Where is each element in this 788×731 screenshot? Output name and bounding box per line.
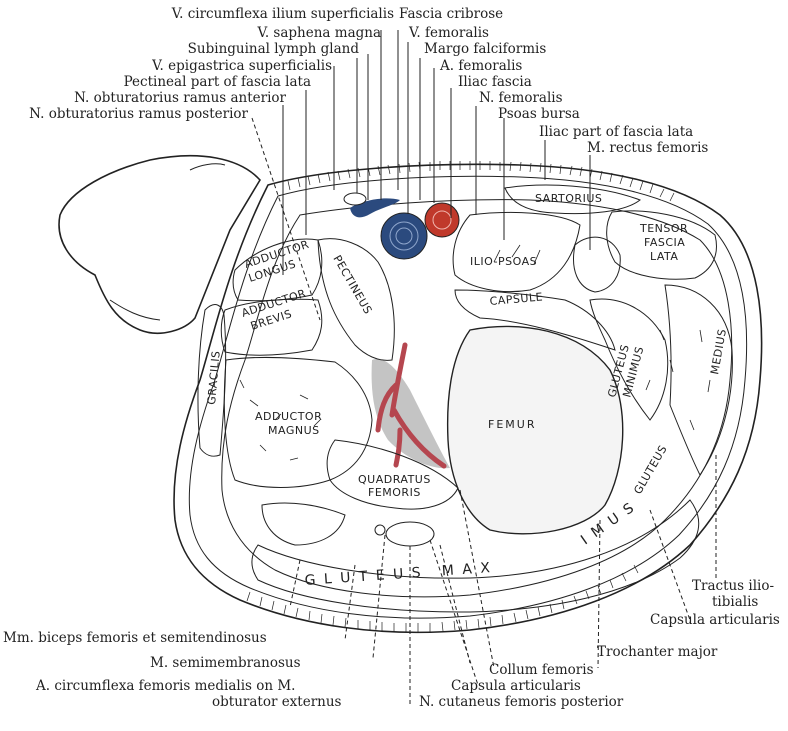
- muscle-gluteus-medius-2: MEDIUS: [708, 328, 729, 376]
- label-n-cutaneus: N. cutaneus femoris posterior: [419, 694, 624, 710]
- muscle-gluteus-maximus: G L U T E U S M A X: [304, 560, 492, 589]
- label-a-femoralis: A. femoralis: [439, 58, 522, 74]
- femur-label: FEMUR: [488, 418, 536, 431]
- label-trochanter-major: Trochanter major: [597, 644, 718, 660]
- label-v-saphena: V. saphena magna: [256, 25, 381, 41]
- label-capsula-articularis-bottom: Capsula articularis: [451, 678, 581, 694]
- muscle-quadratus-2: FEMORIS: [368, 486, 421, 499]
- label-biceps-semitendinosus: Mm. biceps femoris et semitendinosus: [3, 630, 267, 646]
- label-a-circumflexa-2: obturator externus: [212, 694, 342, 710]
- label-margo-falciformis: Margo falciformis: [424, 41, 546, 57]
- annotation-labels: V. circumflexa ilium superficialis Fasci…: [3, 6, 780, 710]
- label-n-femoralis: N. femoralis: [479, 90, 563, 106]
- gluteus-medius-region: [665, 285, 732, 475]
- subinguinal-lymph-gland: [344, 193, 366, 205]
- muscle-tensor-3: LATA: [650, 250, 678, 263]
- label-n-obturatorius-posterior: N. obturatorius ramus posterior: [29, 106, 248, 122]
- label-capsula-articularis-right: Capsula articularis: [650, 612, 780, 628]
- muscle-pectineus: PECTINEUS: [330, 253, 374, 317]
- profunda-region: [372, 359, 450, 468]
- label-pectineal: Pectineal part of fascia lata: [124, 74, 311, 90]
- muscle-tensor-2: FASCIA: [644, 236, 685, 249]
- muscle-ilio-psoas: ILIO-PSOAS: [470, 255, 537, 268]
- rectus-femoris-region: [574, 237, 621, 292]
- v-femoralis: [381, 213, 427, 259]
- a-femoralis: [425, 203, 459, 237]
- external-genitalia-outline: [59, 156, 260, 333]
- label-v-femoralis: V. femoralis: [408, 25, 489, 41]
- label-iliac-part-fascia-lata: Iliac part of fascia lata: [539, 124, 693, 140]
- muscle-gluteus-medius-1: GLUTEUS: [631, 443, 669, 497]
- label-rectus-femoris: M. rectus femoris: [587, 140, 708, 156]
- label-iliac-fascia: Iliac fascia: [458, 74, 532, 90]
- label-tractus-1: Tractus ilio-: [692, 578, 774, 594]
- label-subinguinal: Subinguinal lymph gland: [188, 41, 360, 57]
- muscle-adductor-magnus-2: MAGNUS: [268, 424, 320, 437]
- muscle-sartorius: SARTORIUS: [535, 192, 602, 205]
- n-ischiadiacus: [386, 522, 434, 546]
- label-tractus-2: tibialis: [712, 594, 758, 610]
- muscle-capsule: CAPSULE: [489, 290, 543, 308]
- label-collum-femoris: Collum femoris: [489, 662, 594, 678]
- muscle-gracilis: GRACILIS: [205, 350, 223, 405]
- ilio-psoas-region: [453, 212, 580, 291]
- label-semimembranosus: M. semimembranosus: [150, 655, 301, 671]
- muscle-tensor-1: TENSOR: [639, 222, 688, 235]
- label-v-epigastrica: V. epigastrica superficialis: [151, 58, 332, 74]
- muscle-quadratus-1: QUADRATUS: [358, 473, 431, 486]
- muscle-adductor-magnus-1: ADDUCTOR: [255, 410, 322, 423]
- label-a-circumflexa-1: A. circumflexa femoris medialis on M.: [35, 678, 295, 694]
- label-n-obturatorius-anterior: N. obturatorius ramus anterior: [74, 90, 286, 106]
- label-psoas-bursa: Psoas bursa: [498, 106, 580, 122]
- label-v-circumflexa: V. circumflexa ilium superficialis: [171, 6, 394, 22]
- label-fascia-cribrose: Fascia cribrose: [399, 6, 503, 22]
